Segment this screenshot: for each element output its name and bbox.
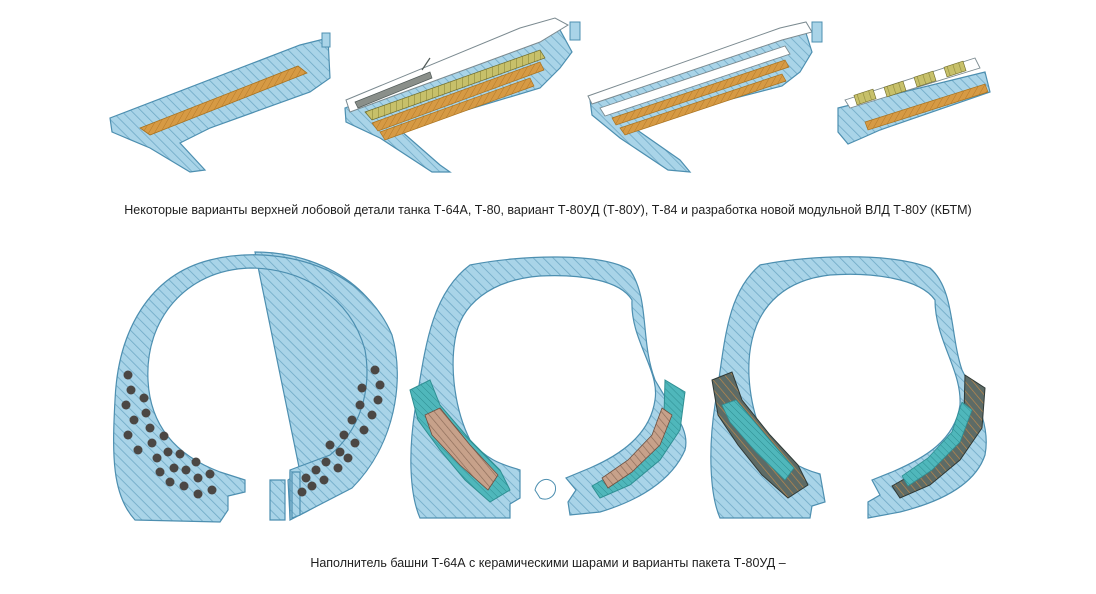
- caption-glacis-variants: Некоторые варианты верхней лобовой детал…: [124, 203, 972, 217]
- ceramic-balls-left: [121, 370, 217, 499]
- package-inner-left: [424, 407, 499, 491]
- turret-t64a-section: [113, 251, 398, 523]
- turret-t80ud-variant2-section: [710, 256, 987, 519]
- glacis-t80ud-section: [587, 21, 823, 173]
- glacis-t80u-modular-section: [837, 57, 991, 145]
- package-inner-right: [601, 407, 673, 489]
- caption-turret-filler: Наполнитель башни Т-64А с керамическими …: [310, 556, 786, 570]
- glacis-t64a-section: [109, 32, 331, 173]
- glacis-t80-section: [344, 17, 581, 173]
- glacis-sections-figure: [109, 17, 991, 173]
- turret-sections-figure: [113, 251, 987, 523]
- ceramic-balls-right: [297, 365, 385, 497]
- turret-t80ud-variant1-section: [409, 256, 687, 519]
